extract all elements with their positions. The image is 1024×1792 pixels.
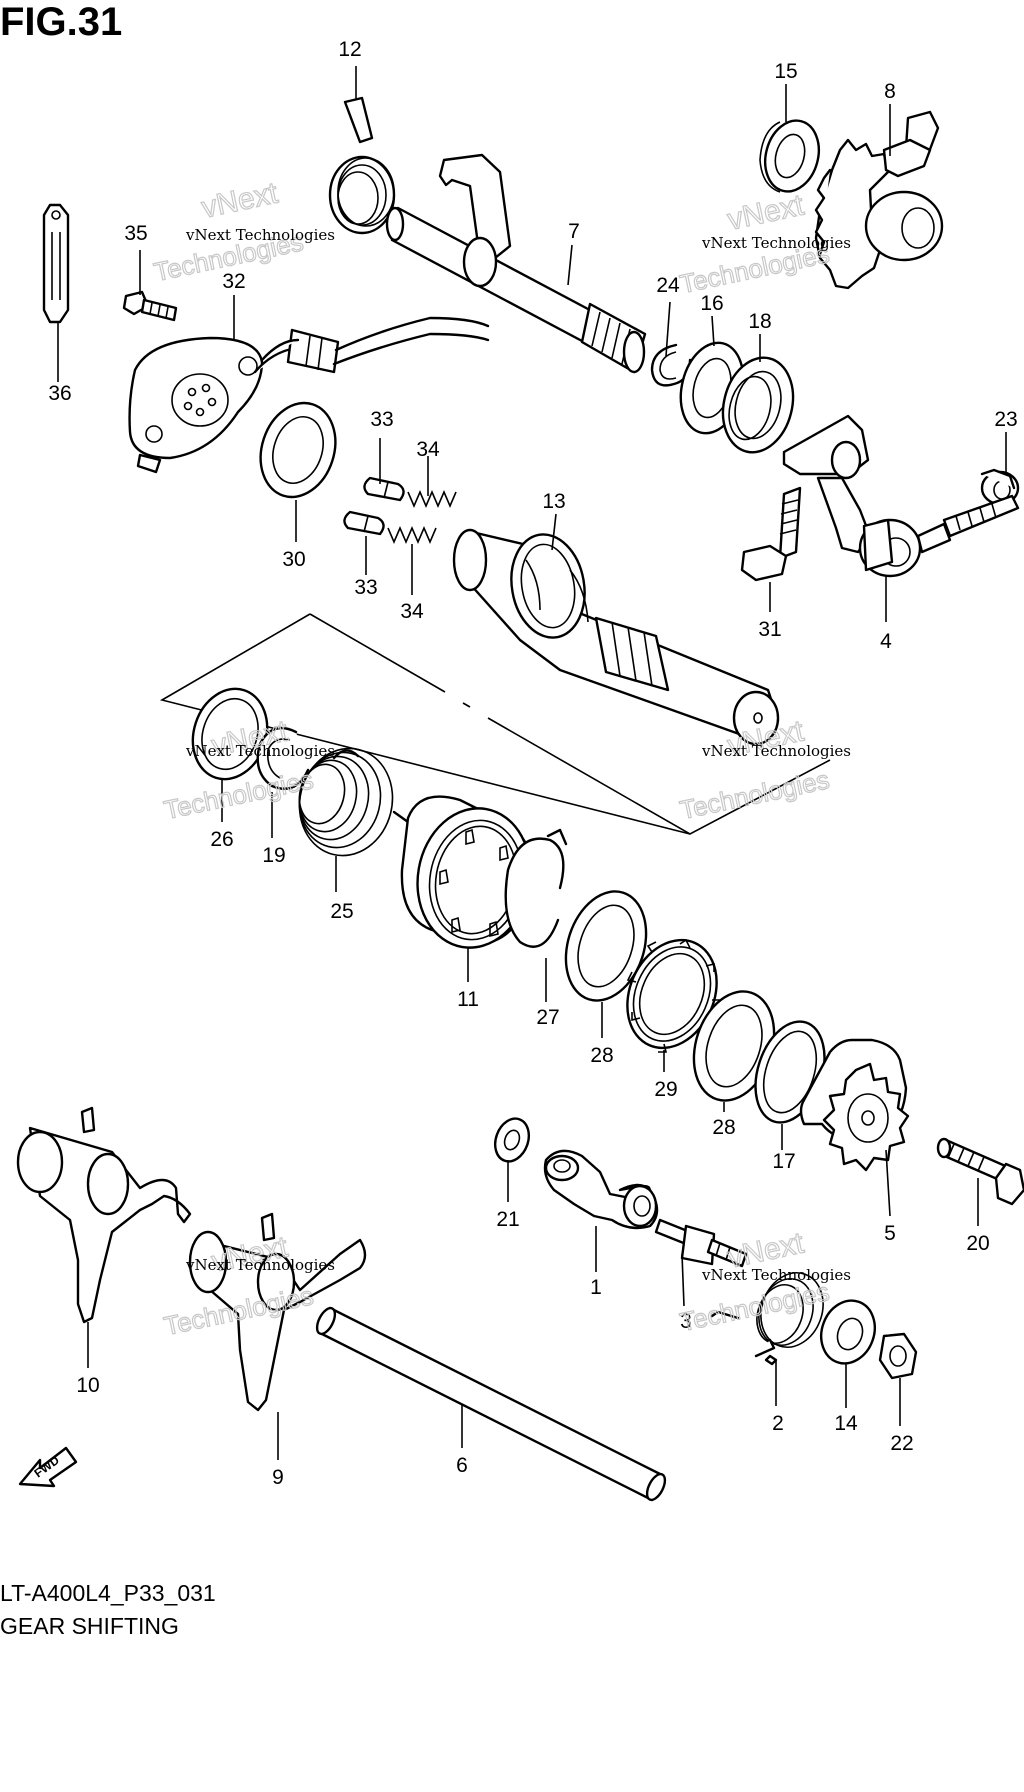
watermark-line: vNext Technologies (185, 742, 335, 760)
label-28-lower: 28 (712, 1116, 735, 1139)
part-30-washer (259, 401, 337, 499)
label-20: 20 (966, 1232, 989, 1255)
part-1-cam-stopper-arm (543, 1149, 659, 1230)
part-32-gear-position-sensor (128, 316, 490, 474)
label-7: 7 (568, 220, 580, 243)
part-5-stopper-gear (799, 1038, 910, 1172)
label-26: 26 (210, 828, 233, 851)
part-33-pin-upper (363, 476, 405, 502)
label-5: 5 (884, 1222, 896, 1245)
label-27: 27 (536, 1006, 559, 1029)
label-35: 35 (124, 222, 147, 245)
watermark-line: vNext Technologies (701, 742, 851, 760)
label-18: 18 (748, 310, 771, 333)
watermark-line: vNext Technologies (185, 1256, 335, 1274)
part-7-gearshift-shaft (385, 153, 647, 374)
watermark-large-a: vNext (725, 188, 808, 236)
label-6: 6 (456, 1454, 468, 1477)
part-19-circlip (256, 726, 310, 790)
part-15-bushing (759, 119, 820, 193)
label-32: 32 (222, 270, 245, 293)
label-24: 24 (656, 274, 680, 297)
label-9: 9 (272, 1466, 284, 1489)
label-30: 30 (282, 548, 305, 571)
label-4: 4 (880, 630, 892, 653)
fwd-arrow-icon: FWD (18, 1446, 78, 1488)
label-25: 25 (330, 900, 353, 923)
figure-title: FIG.31 (0, 0, 123, 44)
label-15: 15 (774, 60, 797, 83)
part-2-stopper-spring (710, 1272, 824, 1366)
label-1: 1 (590, 1276, 602, 1299)
figure-code: LT-A400L4_P33_031 (0, 1580, 216, 1606)
part-3-stud-bolt (654, 1218, 748, 1268)
label-23: 23 (994, 408, 1017, 431)
part-number-labels: 12 35 32 36 30 33 34 33 34 13 7 24 16 18… (48, 38, 1017, 1489)
label-36: 36 (48, 382, 71, 405)
watermark-line: vNext Technologies (701, 1266, 851, 1284)
label-3: 3 (680, 1310, 692, 1333)
label-34-upper: 34 (416, 438, 440, 461)
part-4-shift-arm (782, 414, 1020, 578)
part-9-shift-fork (188, 1212, 367, 1412)
part-10-shift-fork (16, 1106, 192, 1324)
watermark-line: vNext Technologies (185, 226, 335, 244)
part-34-spring-lower (387, 525, 437, 545)
part-33-pin-lower (343, 510, 385, 536)
label-12: 12 (338, 38, 361, 61)
part-14-washer (820, 1299, 876, 1365)
part-8-shift-lever (814, 110, 944, 290)
label-8: 8 (884, 80, 896, 103)
part-28-washer-upper (564, 890, 648, 1002)
leader-lines (57, 66, 1007, 1460)
part-20-bolt (936, 1137, 1024, 1206)
part-22-nut (878, 1332, 918, 1380)
label-16: 16 (700, 292, 723, 315)
label-21: 21 (496, 1208, 519, 1231)
label-22: 22 (890, 1432, 913, 1455)
part-25-spring (298, 747, 410, 857)
part-27-circlip (504, 828, 568, 948)
label-28-upper: 28 (590, 1044, 613, 1067)
part-35-bolt (122, 290, 178, 322)
label-2: 2 (772, 1412, 784, 1435)
part-34-spring-upper (407, 489, 457, 509)
label-33-lower: 33 (354, 576, 377, 599)
part-13-gearshift-cam (452, 528, 780, 746)
label-31: 31 (758, 618, 781, 641)
label-19: 19 (262, 844, 285, 867)
part-18-oil-seal (721, 356, 795, 454)
watermark-large-b: Technologies (677, 1276, 832, 1337)
label-10: 10 (76, 1374, 99, 1397)
watermark-group-4: vNext Technologies (677, 714, 833, 826)
figure-name: GEAR SHIFTING (0, 1613, 179, 1639)
watermark-large-a: vNext (199, 176, 282, 224)
part-31-bolt (740, 486, 802, 582)
label-11: 11 (457, 988, 479, 1011)
label-29: 29 (654, 1078, 677, 1101)
sub-assembly-bracket (159, 613, 831, 835)
part-21-washer (493, 1117, 531, 1163)
label-14: 14 (834, 1412, 858, 1435)
label-17: 17 (772, 1150, 795, 1173)
watermark-line: vNext Technologies (701, 234, 851, 252)
part-6-fork-shaft (315, 1306, 667, 1502)
label-34-lower: 34 (400, 600, 424, 623)
part-36-strap (42, 203, 70, 324)
watermark-large-b: Technologies (677, 764, 832, 825)
label-33-upper: 33 (370, 408, 393, 431)
label-13: 13 (542, 490, 565, 513)
part-12-return-spring (328, 96, 396, 235)
